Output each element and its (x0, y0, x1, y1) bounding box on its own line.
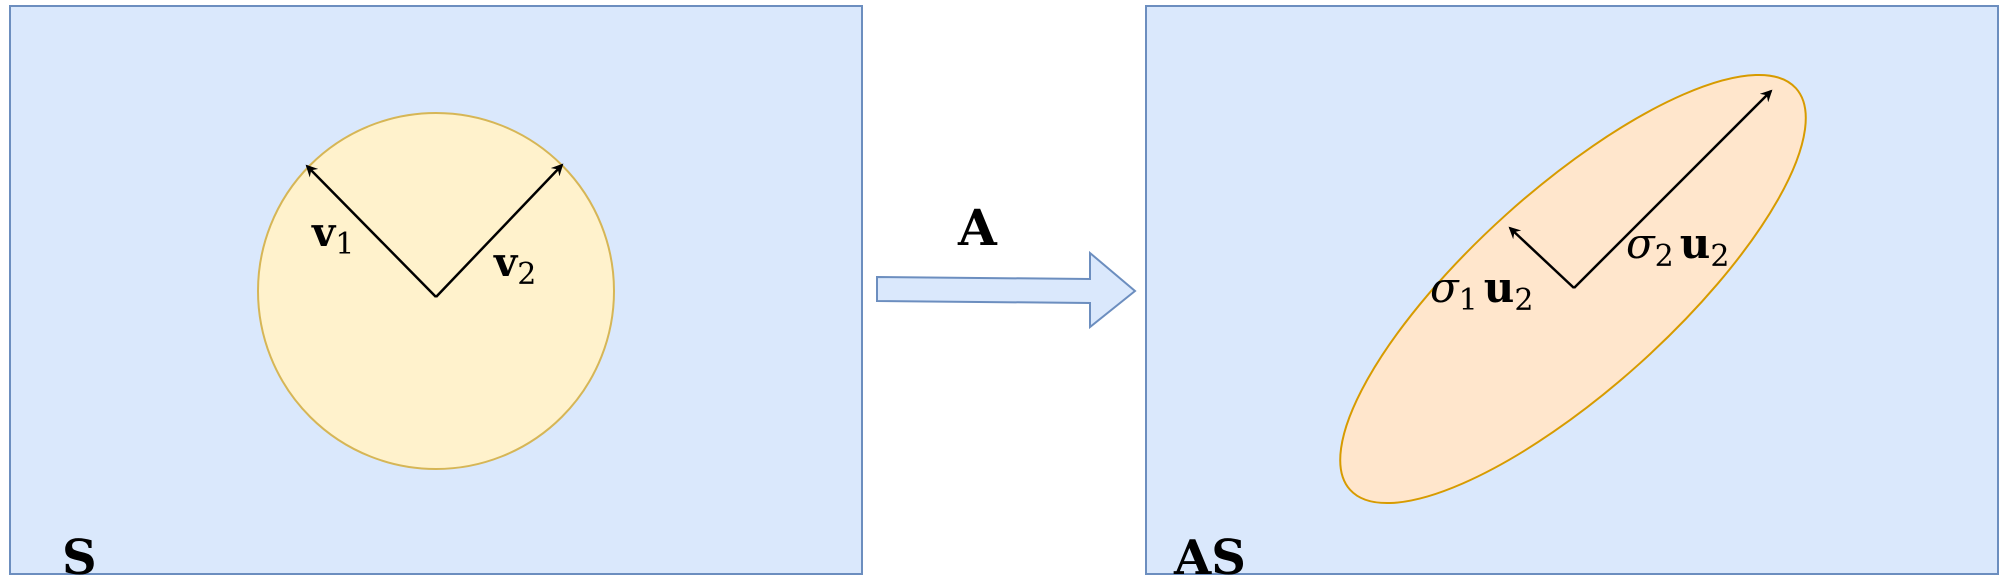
right-panel-label: AS (1173, 530, 1246, 586)
left-panel: v1 v2 S (9, 5, 863, 586)
sigma1-symbol: σ (1430, 263, 1460, 312)
sigma1-u-subscript: 2 (1514, 283, 1533, 318)
vector-v2-symbol: v (493, 239, 519, 286)
transformed-ellipse (1339, 73, 1807, 505)
vector-v2-arrow (435, 163, 564, 298)
transform-arrow-shape (876, 250, 1137, 330)
sigma1-u-symbol: u (1484, 263, 1515, 312)
vector-sigma2-arrow (1573, 89, 1773, 289)
sigma2-subscript: 2 (1655, 239, 1674, 274)
vector-v2-label: v2 (493, 239, 536, 292)
vector-v2-subscript: 2 (517, 257, 536, 292)
vector-v1-subscript: 1 (335, 227, 354, 262)
transform-arrow: A (876, 198, 1137, 330)
vector-v1-symbol: v (311, 209, 337, 256)
transform-label: A (957, 198, 998, 257)
vector-v1-label: v1 (311, 209, 354, 262)
left-panel-label: S (62, 530, 97, 586)
sigma2-symbol: σ (1626, 219, 1656, 268)
sigma1-subscript: 1 (1459, 283, 1478, 318)
sigma2-u-symbol: u (1680, 219, 1711, 268)
vector-sigma1-arrow (1508, 226, 1575, 289)
vector-v1-arrow (305, 164, 437, 298)
sigma2-u-subscript: 2 (1710, 239, 1729, 274)
